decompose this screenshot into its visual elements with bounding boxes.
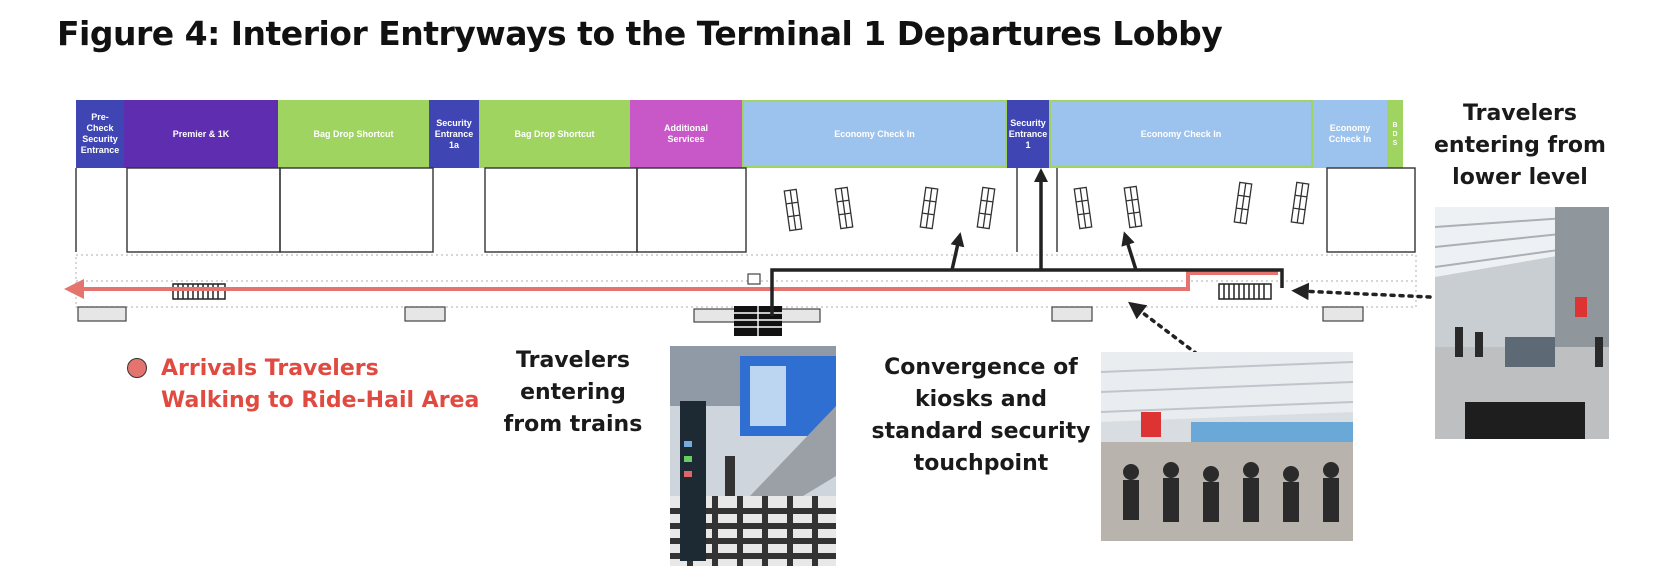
turnstile-right bbox=[1218, 283, 1272, 300]
train-escalators bbox=[734, 306, 782, 336]
legend-red-dot-icon bbox=[127, 358, 147, 378]
zone-label: Security Entrance 1a bbox=[434, 117, 474, 150]
photo-trains bbox=[670, 346, 836, 566]
zone-label: Bag Drop Shortcut bbox=[514, 128, 595, 139]
kiosk bbox=[834, 186, 854, 230]
zone-label: B D S bbox=[1392, 121, 1398, 147]
zone-label: Economy Check In bbox=[834, 128, 915, 139]
dotted-arrow-lower-level bbox=[1291, 282, 1432, 301]
zone-label: Security Entrance 1 bbox=[1008, 117, 1048, 150]
zone-premier: Premier & 1K bbox=[124, 100, 278, 168]
zone-additional: Additional Services bbox=[630, 100, 742, 168]
kiosk bbox=[1073, 186, 1093, 230]
zone-security-1a: Security Entrance 1a bbox=[429, 100, 479, 168]
zone-economy-2: Economy Check In bbox=[1049, 100, 1313, 168]
turnstiles bbox=[172, 283, 1272, 300]
zone-precheck: Pre-Check Security Entrance bbox=[76, 100, 124, 168]
photo-lower-level-image bbox=[1435, 207, 1609, 439]
caption-convergence: Convergence of kiosks and standard secur… bbox=[871, 355, 1091, 476]
walkway-lanes bbox=[75, 254, 1417, 308]
departures-path bbox=[770, 168, 1284, 316]
photo-lower-level bbox=[1435, 207, 1609, 439]
kiosks bbox=[783, 181, 1310, 232]
benches bbox=[77, 273, 1364, 323]
kiosk bbox=[976, 186, 996, 230]
zone-label: Economy Ccheck In bbox=[1328, 123, 1372, 144]
kiosk bbox=[1290, 181, 1310, 225]
zone-label: Bag Drop Shortcut bbox=[313, 128, 394, 139]
zone-bds: B D S bbox=[1387, 100, 1403, 168]
legend-arrivals-label: Arrivals Travelers Walking to Ride-Hail … bbox=[161, 356, 480, 413]
photo-trains-image bbox=[670, 346, 836, 566]
zone-label: Premier & 1K bbox=[172, 128, 230, 139]
zone-economy-3: Economy Ccheck In bbox=[1313, 100, 1387, 168]
arrivals-path bbox=[64, 271, 1278, 299]
kiosk bbox=[1233, 181, 1253, 225]
turnstile-left bbox=[172, 283, 226, 300]
kiosk bbox=[783, 188, 803, 232]
photo-convergence-image bbox=[1101, 352, 1353, 541]
zone-bag-drop-1: Bag Drop Shortcut bbox=[278, 100, 429, 168]
kiosk bbox=[1123, 185, 1143, 229]
caption-lower-level: Travelers entering from lower level bbox=[1434, 101, 1606, 190]
zone-label: Pre-Check Security Entrance bbox=[80, 112, 120, 155]
zone-label: Additional Services bbox=[664, 123, 708, 144]
zone-economy-1: Economy Check In bbox=[742, 100, 1007, 168]
figure-title: Figure 4: Interior Entryways to the Term… bbox=[57, 14, 1223, 53]
counter-outlines bbox=[75, 167, 1416, 253]
caption-trains: Travelers entering from trains bbox=[503, 348, 643, 437]
zone-security-1: Security Entrance 1 bbox=[1007, 100, 1049, 168]
dotted-arrow-convergence bbox=[1128, 301, 1199, 356]
photo-convergence bbox=[1101, 352, 1353, 541]
zone-label: Economy Check In bbox=[1140, 128, 1222, 139]
kiosk bbox=[919, 186, 939, 230]
zone-bag-drop-2: Bag Drop Shortcut bbox=[479, 100, 630, 168]
